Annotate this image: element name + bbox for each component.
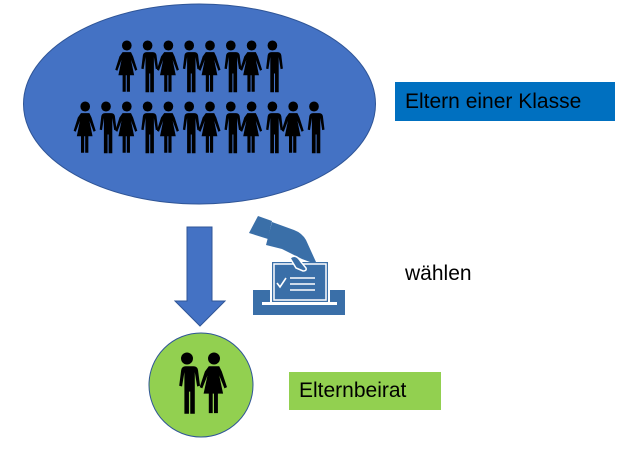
parents-label: Eltern einer Klasse — [395, 82, 615, 121]
class-parents-ellipse — [23, 3, 376, 205]
council-label: Elternbeirat — [289, 372, 441, 410]
vote-label: wählen — [405, 262, 472, 285]
arrow-down-icon — [173, 226, 227, 327]
ballot-box-icon — [249, 216, 345, 315]
